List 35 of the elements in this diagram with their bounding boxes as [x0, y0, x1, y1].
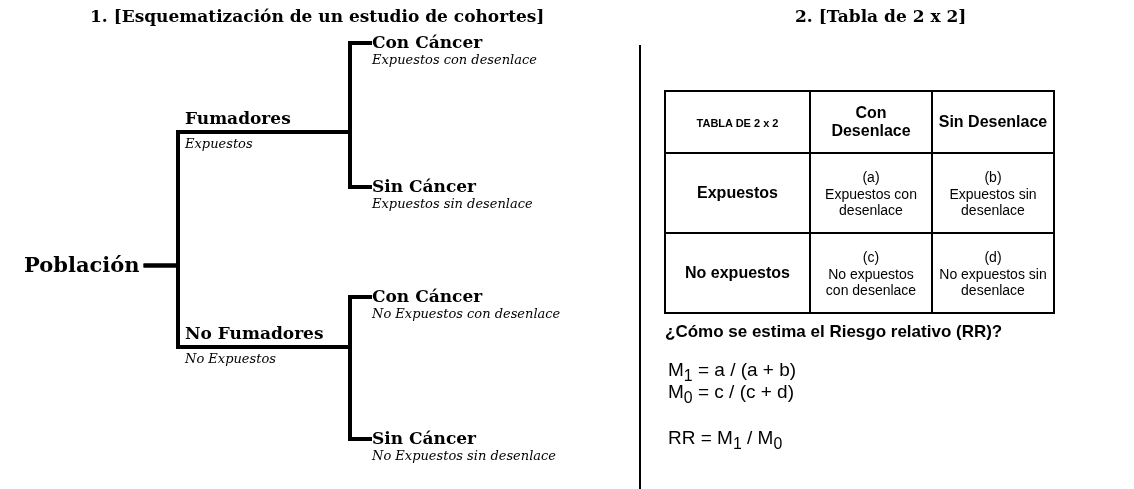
- branch-sublabel: Expuestos con desenlace: [372, 52, 538, 67]
- cell-letter: (c): [862, 248, 880, 265]
- column-header: TABLA DE 2 x 2: [696, 117, 779, 129]
- column-header: Con Desenlace: [830, 104, 912, 140]
- question-text: ¿Cómo se estima el Riesgo relativo (RR)?: [665, 322, 1003, 342]
- tree-branch-line: [143, 263, 185, 349]
- cell-letter: (d): [984, 248, 1002, 265]
- branch-label: No Fumadores: [185, 323, 325, 343]
- branch-sublabel: No Expuestos: [185, 351, 277, 366]
- cell-text: No expuestos sin desenlace: [938, 265, 1048, 298]
- row-header: No expuestos: [685, 264, 790, 282]
- branch-label: Sin Cáncer: [372, 428, 478, 448]
- branch-label: Población: [24, 252, 140, 277]
- branch-label: Sin Cáncer: [372, 176, 478, 196]
- branch-sublabel: Expuestos sin desenlace: [372, 196, 534, 211]
- formula: RR = M$_{1}$ / M$_{0}$: [668, 428, 783, 454]
- branch-label: Con Cáncer: [372, 286, 484, 306]
- formula: M$_{1}$ = a / (a + b): [668, 360, 797, 385]
- tree-branch-line: [185, 345, 372, 441]
- formula: M$_{0}$ = c / (c + d): [668, 382, 794, 408]
- branch-label: Fumadores: [185, 108, 292, 128]
- branch-sublabel: Expuestos: [185, 136, 254, 151]
- cell-letter: (b): [984, 168, 1002, 185]
- branch-label: Con Cáncer: [372, 32, 484, 52]
- cell-text: Expuestos sin desenlace: [948, 185, 1038, 218]
- branch-sublabel: No Expuestos con desenlace: [372, 306, 562, 321]
- section-heading: 2. [Tabla de 2 x 2]: [795, 6, 967, 26]
- section-heading: 1. [Esquematización de un estudio de cohortes]: [90, 6, 545, 26]
- cell-letter: (a): [862, 168, 880, 185]
- tree-branch-line: [185, 130, 372, 189]
- cell-text: No expuestos con desenlace: [824, 265, 918, 298]
- cell-text: Expuestos con desenlace: [824, 185, 918, 218]
- branch-sublabel: No Expuestos sin desenlace: [372, 448, 558, 463]
- row-header: Expuestos: [697, 184, 778, 202]
- column-header: Sin Desenlace: [938, 113, 1048, 131]
